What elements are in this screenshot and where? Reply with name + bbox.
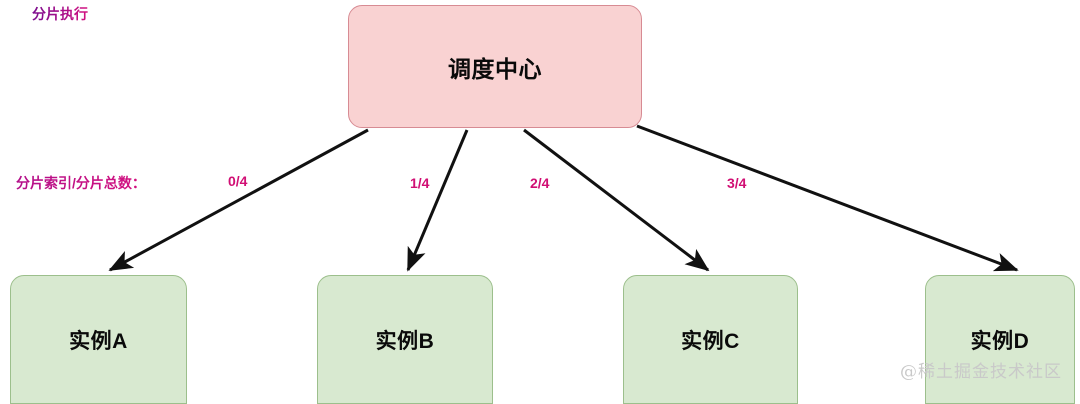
shard-tag-instance-d: 3/4 [727, 175, 747, 191]
node-instance-b[interactable]: 实例B [317, 275, 493, 404]
edge-root-to-instance-c [523, 128, 710, 272]
edge-root-to-instance-a [108, 128, 369, 272]
node-instance-c[interactable]: 实例C [623, 275, 798, 404]
watermark: @稀土掘金技术社区 [900, 362, 1062, 382]
shard-tag-instance-c: 2/4 [530, 175, 550, 191]
node-instance-d[interactable]: 实例D [925, 275, 1075, 404]
diagram-title-label: 分片执行 [32, 6, 88, 22]
shard-tag-instance-a: 0/4 [228, 173, 248, 189]
edge-root-to-instance-b [406, 129, 469, 272]
shard-tag-instance-b: 1/4 [410, 175, 430, 191]
node-instance-a[interactable]: 实例A [10, 275, 187, 404]
edge-root-to-instance-d [636, 124, 1019, 272]
shard-legend-label: 分片索引/分片总数： [16, 175, 146, 191]
node-dispatch-center[interactable]: 调度中心 [348, 5, 642, 128]
